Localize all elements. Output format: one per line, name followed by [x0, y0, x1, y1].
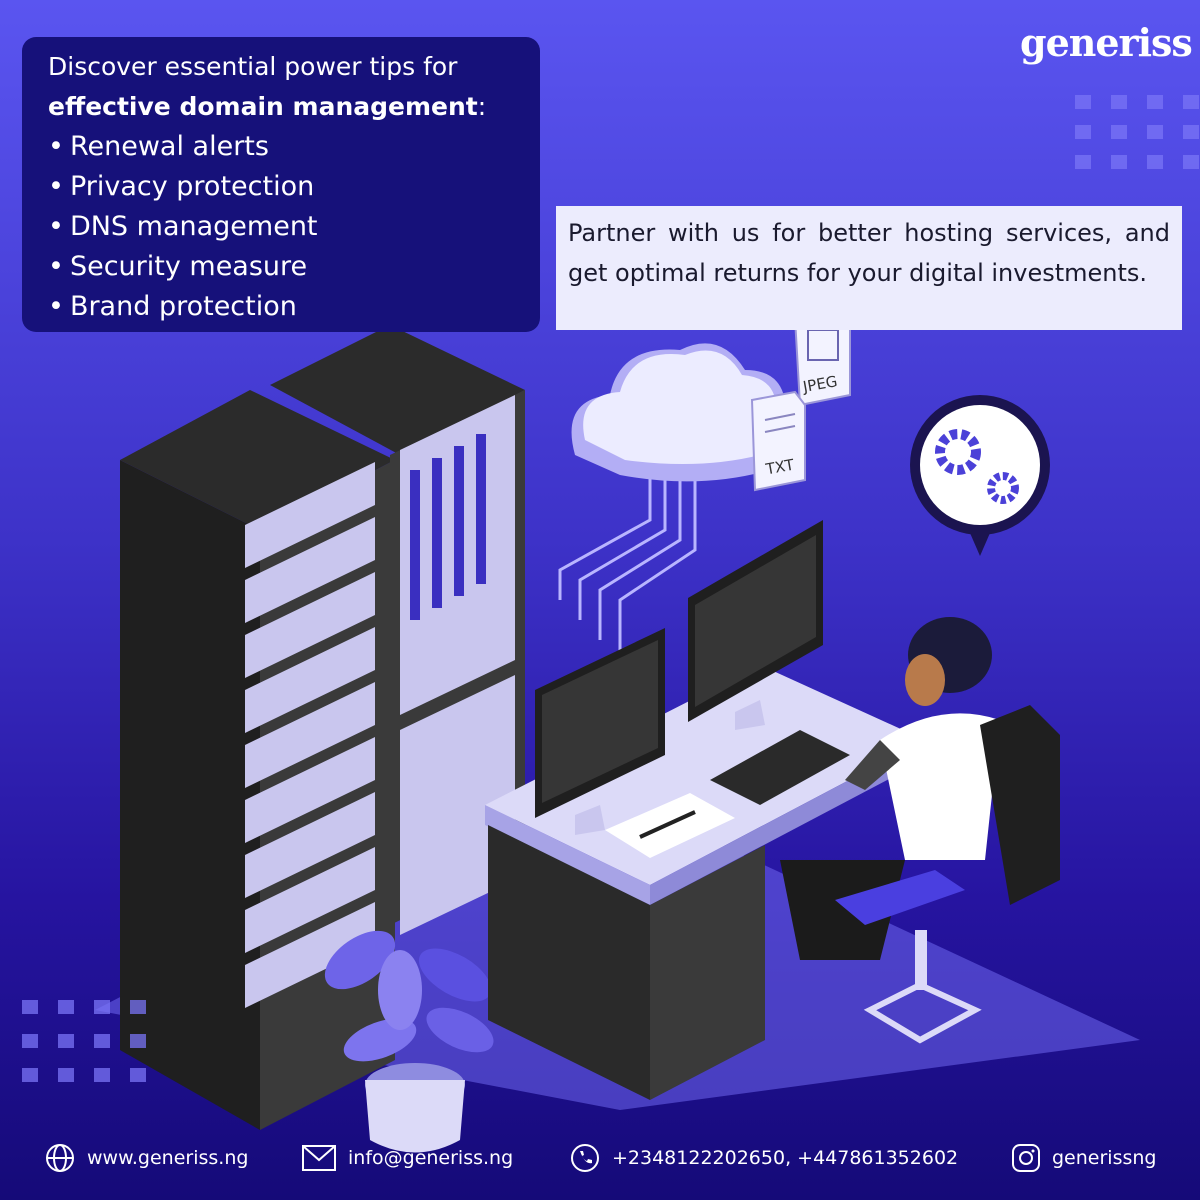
decorative-dots-top-right: [1075, 95, 1199, 169]
tips-intro: Discover essential power tips for effect…: [48, 52, 487, 121]
person-at-desk: [780, 617, 1000, 960]
txt-file-label: TXT: [763, 456, 796, 479]
email-text: info@generiss.ng: [348, 1147, 514, 1169]
tip-item: Security measure: [48, 247, 520, 287]
footer-website[interactable]: www.generiss.ng: [45, 1138, 248, 1178]
decorative-dots-bottom-left: [22, 1000, 146, 1082]
footer-contacts: www.generiss.ng info@generiss.ng +234812…: [0, 1138, 1200, 1178]
plant-decoration: [324, 930, 494, 1153]
monitor-left: [535, 628, 665, 835]
gear-icon: [910, 395, 1050, 556]
tip-item: Brand protection: [48, 287, 520, 327]
globe-icon: [46, 1144, 74, 1172]
social-handle-text: generissng: [1052, 1147, 1157, 1169]
tips-list: Renewal alerts Privacy protection DNS ma…: [48, 127, 520, 327]
cloud-icon: [571, 343, 786, 482]
office-chair: [835, 705, 1060, 1044]
mail-icon: [302, 1145, 336, 1171]
server-rack-left: [120, 390, 395, 1130]
phone-text: +2348122202650, +447861352602: [612, 1147, 959, 1169]
server-rack-right: [270, 325, 525, 935]
monitor-right: [688, 520, 823, 730]
tip-item: Renewal alerts: [48, 127, 520, 167]
pen: [639, 810, 696, 839]
phone-icon: [571, 1144, 599, 1172]
jpeg-file-label: JPEG: [801, 372, 839, 396]
website-text: www.generiss.ng: [87, 1147, 249, 1169]
instagram-icon: [1012, 1144, 1040, 1172]
keyboard: [710, 730, 850, 805]
brand-logo: generiss: [1020, 20, 1193, 65]
partner-message: Partner with us for better hosting servi…: [556, 206, 1182, 330]
tip-item: DNS management: [48, 207, 520, 247]
tips-intro-bold: effective domain management: [48, 92, 478, 121]
tips-panel: Discover essential power tips for effect…: [22, 37, 540, 332]
footer-phone[interactable]: +2348122202650, +447861352602: [570, 1138, 958, 1178]
tip-item: Privacy protection: [48, 167, 520, 207]
file-icon: JPEG TXT: [750, 308, 851, 492]
footer-social[interactable]: generissng: [1012, 1138, 1156, 1178]
footer-email[interactable]: info@generiss.ng: [302, 1138, 513, 1178]
